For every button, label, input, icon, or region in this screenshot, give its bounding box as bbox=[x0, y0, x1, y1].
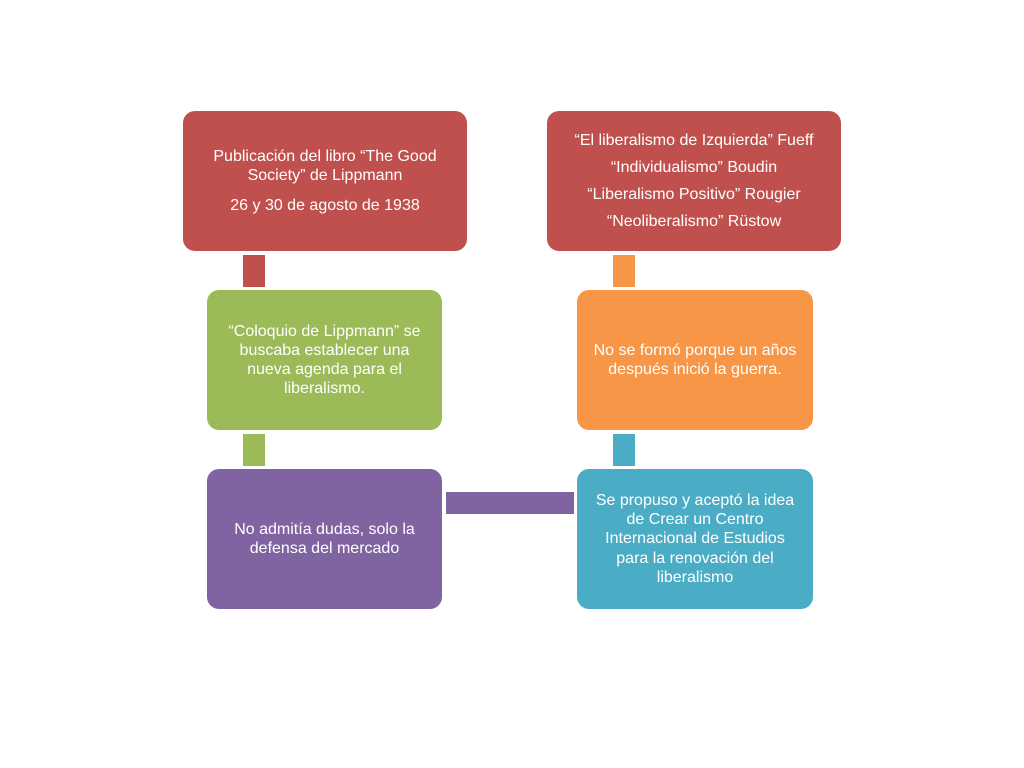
names-line-3: “Liberalismo Positivo” Rougier bbox=[587, 186, 801, 203]
step-box-market-defense: No admitía dudas, solo la defensa del me… bbox=[207, 469, 442, 609]
step-box-names: “El liberalismo de Izquierda” Fueff “Ind… bbox=[547, 111, 841, 251]
connector-market-to-center bbox=[446, 492, 574, 514]
step-box-publication: Publicación del libro “The Good Society”… bbox=[183, 111, 467, 251]
step-box-war: No se formó porque un años después inici… bbox=[577, 290, 813, 430]
war-text: No se formó porque un años después inici… bbox=[593, 341, 797, 378]
study-center-text: Se propuso y aceptó la idea de Crear un … bbox=[595, 492, 795, 586]
step-box-colloquium: “Coloquio de Lippmann” se buscaba establ… bbox=[207, 290, 442, 430]
publication-title-text: Publicación del libro “The Good Society”… bbox=[213, 148, 437, 185]
publication-date-text: 26 y 30 de agosto de 1938 bbox=[230, 196, 420, 214]
connector-war-to-names bbox=[613, 255, 635, 287]
connector-center-to-war bbox=[613, 434, 635, 466]
market-defense-text: No admitía dudas, solo la defensa del me… bbox=[234, 520, 415, 557]
names-line-4: “Neoliberalismo” Rüstow bbox=[606, 213, 782, 231]
names-line-1: “El liberalismo de Izquierda” Fueff bbox=[574, 131, 814, 149]
step-box-study-center: Se propuso y aceptó la idea de Crear un … bbox=[577, 469, 813, 609]
names-line-2: “Individualismo” Boudin bbox=[610, 158, 778, 176]
connector-colloquium-to-market bbox=[243, 434, 265, 466]
colloquium-text: “Coloquio de Lippmann” se buscaba establ… bbox=[228, 322, 421, 398]
connector-publication-to-colloquium bbox=[243, 255, 265, 287]
